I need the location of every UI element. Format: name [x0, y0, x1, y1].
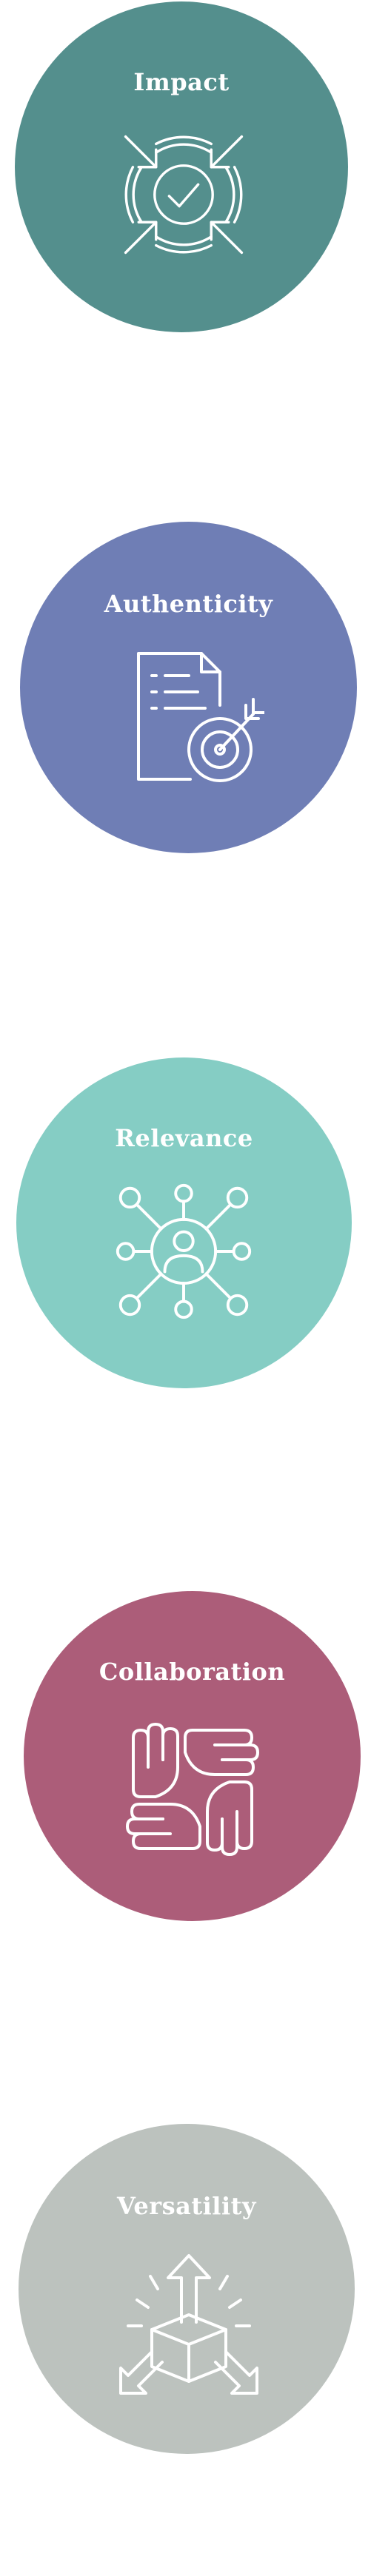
user-network-icon — [111, 1179, 256, 1324]
target-arrows-icon — [111, 122, 256, 267]
value-title: Impact — [133, 68, 230, 96]
document-target-icon — [116, 646, 264, 794]
value-title: Authenticity — [104, 590, 273, 618]
value-card-versatility: Versatility — [19, 2124, 355, 2454]
value-title: Collaboration — [98, 1658, 286, 1686]
value-card-collaboration: Collaboration — [24, 1591, 361, 1921]
value-title: Relevance — [115, 1124, 253, 1152]
teamwork-hands-icon — [118, 1715, 267, 1863]
value-card-impact: Impact — [15, 1, 348, 332]
value-card-authenticity: Authenticity — [20, 522, 357, 853]
value-card-relevance: Relevance — [16, 1057, 352, 1388]
value-title: Versatility — [117, 2192, 256, 2220]
box-arrows-icon — [115, 2248, 263, 2396]
